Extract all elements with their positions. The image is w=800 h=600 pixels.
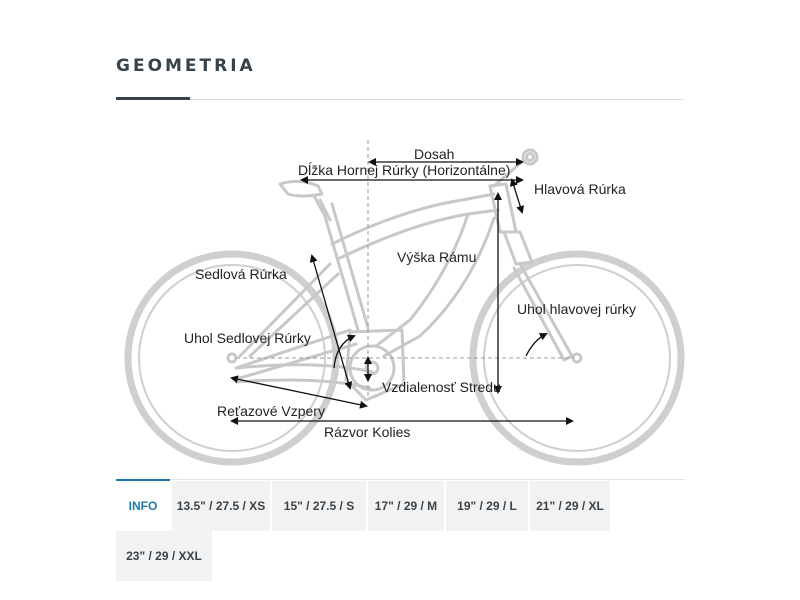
head-tube-arrow <box>509 178 525 214</box>
tab-info[interactable]: INFO <box>116 479 170 529</box>
chainstay-arrow <box>230 375 368 409</box>
seat-angle-arrow <box>333 334 356 369</box>
section-title: GEOMETRIA <box>116 56 256 76</box>
label-top-tube: Dĺžka Hornej Rúrky (Horizontálne) <box>298 162 511 178</box>
title-accent-bar <box>116 97 190 100</box>
label-reach: Dosah <box>414 146 455 162</box>
label-wheelbase: Rázvor Kolies <box>324 424 411 440</box>
bike-geometry-diagram <box>124 140 685 466</box>
label-head-tube-angle: Uhol hlavovej rúrky <box>517 301 637 317</box>
label-frame-height: Výška Rámu <box>397 249 477 265</box>
label-seat-tube-angle: Uhol Sedlovej Rúrky <box>184 330 311 346</box>
tab-size-xxl[interactable]: 23" / 29 / XXL <box>116 531 212 581</box>
tab-size-s[interactable]: 15" / 27.5 / S <box>272 481 366 531</box>
label-chainstays: Reťazové Vzpery <box>217 403 325 419</box>
seat-tube-arrow <box>309 254 353 390</box>
tab-size-l[interactable]: 19" / 29 / L <box>446 481 528 531</box>
head-angle-arrow <box>525 333 548 357</box>
label-head-tube: Hlavová Rúrka <box>534 181 626 197</box>
tab-size-m[interactable]: 17" / 29 / M <box>368 481 444 531</box>
label-seat-tube: Sedlová Rúrka <box>195 266 287 282</box>
tab-size-xs[interactable]: 13.5" / 27.5 / XS <box>172 481 270 531</box>
tab-size-xl[interactable]: 21" / 29 / XL <box>530 481 610 531</box>
label-bb-drop: Vzdialenosť Stredu <box>382 379 501 395</box>
title-divider <box>116 99 684 100</box>
tabs-divider <box>116 479 685 480</box>
measurement-arrows <box>230 158 574 425</box>
